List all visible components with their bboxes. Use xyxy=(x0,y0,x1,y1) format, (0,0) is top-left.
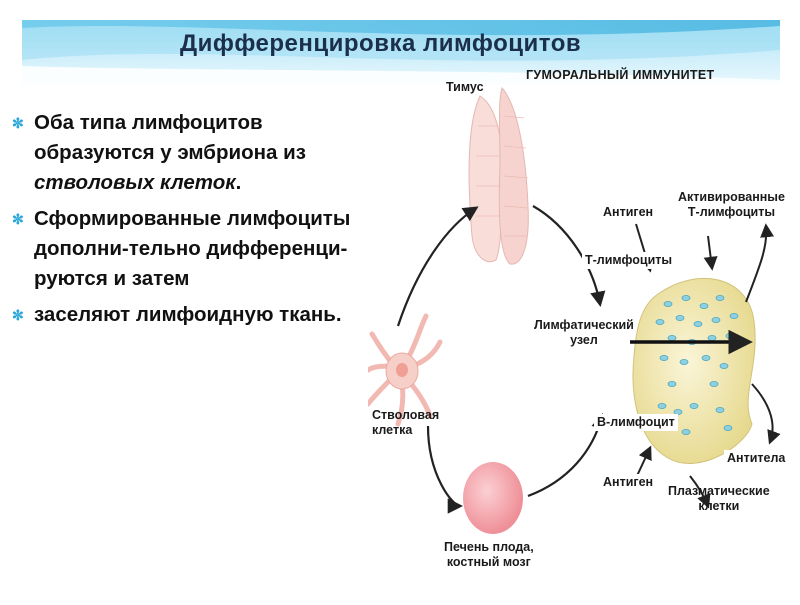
bullet-emphasis: стволовых клеток xyxy=(34,171,236,194)
asterisk-bullet-icon: ✼ xyxy=(12,115,24,131)
label-antigen-bottom: Антиген xyxy=(600,474,657,491)
thymus-organ xyxy=(468,87,529,265)
lymphocyte-diagram: ГУМОРАЛЬНЫЙ ИММУНИТЕТ Тимус Антиген Акти… xyxy=(365,66,800,600)
bullet-item: ✼ Сформированные лимфоциты дополни-тельн… xyxy=(10,204,370,294)
slide-title: Дифференцировка лимфоцитов xyxy=(180,30,582,57)
label-activated-t: Активированные Т-лимфоциты xyxy=(678,190,785,219)
bullet-item: ✼ заселяют лимфоидную ткань. xyxy=(10,300,370,330)
title-banner xyxy=(22,20,780,86)
diagram-header: ГУМОРАЛЬНЫЙ ИММУНИТЕТ xyxy=(526,68,715,82)
label-fetal-liver: Печень плода, костный мозг xyxy=(444,540,534,569)
asterisk-bullet-icon: ✼ xyxy=(12,211,24,227)
label-t-lymphocytes: Т-лимфоциты xyxy=(582,252,676,269)
label-lymph-node: Лимфатический узел xyxy=(534,318,634,347)
bullet-text-end: . xyxy=(235,171,242,194)
label-antigen-top: Антиген xyxy=(600,204,657,221)
stem-cell xyxy=(365,313,443,427)
label-b-lymphocyte: В-лимфоцит xyxy=(594,414,678,431)
label-stem-cell: Стволовая клетка xyxy=(372,408,440,437)
bullet-text: Сформированные лимфоциты дополни-тельно … xyxy=(34,207,351,290)
asterisk-bullet-icon: ✼ xyxy=(12,307,24,323)
bullet-text: Оба типа лимфоцитов образуются у эмбрион… xyxy=(34,111,306,164)
bullet-list: ✼ Оба типа лимфоцитов образуются у эмбри… xyxy=(10,108,370,336)
label-antibodies: Антитела xyxy=(724,450,789,467)
fetal-liver-organ xyxy=(463,462,523,534)
lymph-node xyxy=(632,277,756,464)
label-plasma-cells: Плазматические клетки xyxy=(668,484,770,513)
bullet-text: заселяют лимфоидную ткань. xyxy=(34,303,342,326)
banner-swoosh-graphic xyxy=(22,20,780,86)
label-thymus: Тимус xyxy=(446,80,484,94)
bullet-item: ✼ Оба типа лимфоцитов образуются у эмбри… xyxy=(10,108,370,198)
